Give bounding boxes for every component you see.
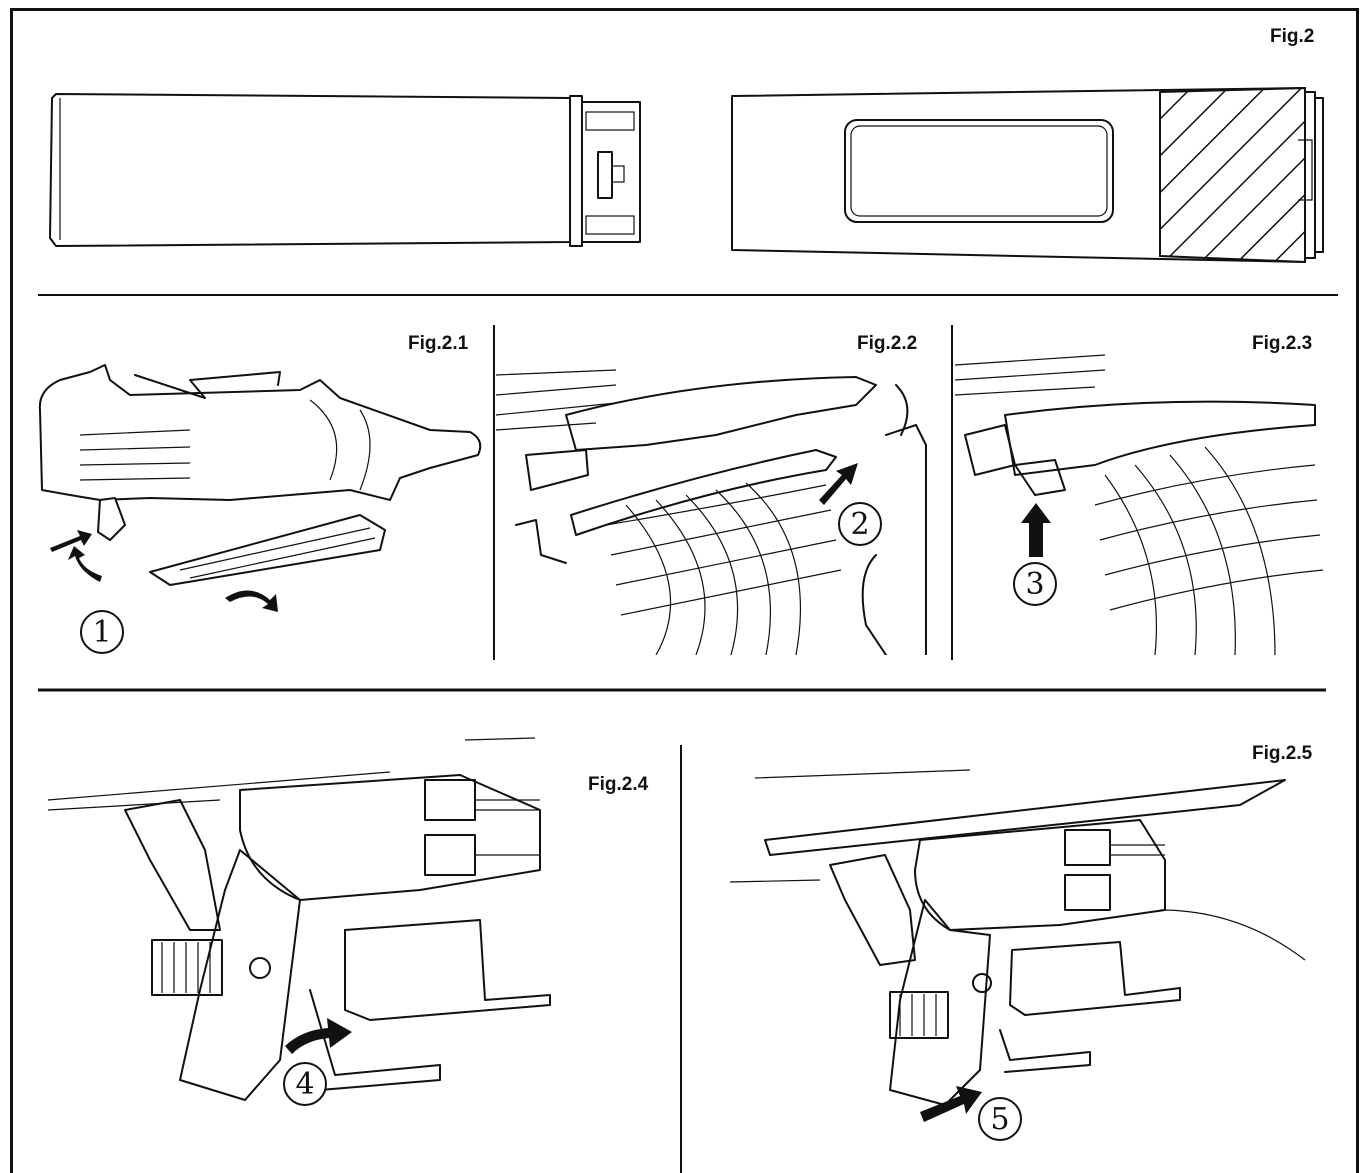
vacuum-body bbox=[38, 364, 482, 501]
curved-arrow-icon bbox=[285, 1018, 352, 1054]
filter-rail bbox=[570, 449, 837, 536]
curved-arrow-icon bbox=[68, 546, 102, 582]
step-4-badge: 4 bbox=[283, 1062, 327, 1106]
fig2-3-drawing bbox=[955, 354, 1324, 655]
filter-cap-flange bbox=[569, 95, 583, 247]
step-3-badge: 3 bbox=[1013, 562, 1057, 606]
filter-clip bbox=[124, 799, 221, 931]
housing-cover bbox=[565, 376, 877, 451]
release-latch bbox=[179, 849, 301, 1101]
fig2-4-label: Fig.2.4 bbox=[588, 774, 649, 795]
filter-unit bbox=[1009, 941, 1181, 1016]
fig2-2-label: Fig.2.2 bbox=[857, 333, 918, 354]
fig2-1-label: Fig.2.1 bbox=[408, 333, 469, 354]
filter-window bbox=[844, 119, 1114, 223]
filter-side-view bbox=[49, 93, 641, 247]
arrow-icon bbox=[50, 530, 92, 552]
release-latch bbox=[97, 497, 126, 541]
fig2-2-drawing bbox=[496, 369, 927, 655]
latch-grip bbox=[151, 939, 223, 996]
filter-clip bbox=[829, 854, 916, 966]
page-border bbox=[10, 8, 1359, 1173]
fig2-1-drawing bbox=[38, 364, 482, 612]
hatch-pattern bbox=[1159, 86, 1306, 264]
filter-cap bbox=[581, 101, 641, 243]
release-latch bbox=[1014, 459, 1066, 496]
filter-latch bbox=[597, 151, 613, 199]
arrow-icon bbox=[920, 1086, 982, 1122]
arrow-icon bbox=[1021, 503, 1051, 557]
filter-clip bbox=[525, 449, 589, 491]
step-2-badge: 2 bbox=[838, 502, 882, 546]
fig2-5-drawing bbox=[729, 769, 1306, 1122]
fig2-5-label: Fig.2.5 bbox=[1252, 743, 1313, 764]
housing-cover bbox=[1004, 400, 1316, 476]
release-latch bbox=[889, 899, 991, 1106]
fig2-3-label: Fig.2.3 bbox=[1252, 333, 1313, 354]
arrow-icon bbox=[819, 463, 858, 505]
step-5-badge: 5 bbox=[978, 1097, 1022, 1141]
latch-grip bbox=[889, 991, 949, 1039]
step-1-badge: 1 bbox=[80, 610, 124, 654]
fig2-label: Fig.2 bbox=[1270, 26, 1315, 47]
curved-arrow-icon bbox=[225, 590, 278, 612]
filter-top-view bbox=[731, 86, 1324, 264]
filter-housing bbox=[239, 774, 541, 901]
filter-unit-removed bbox=[149, 514, 386, 586]
filter-clip bbox=[964, 424, 1016, 476]
fig2-4-drawing bbox=[47, 737, 551, 1101]
housing-lid bbox=[764, 779, 1286, 856]
filter-body bbox=[49, 93, 571, 247]
filter-unit bbox=[344, 919, 551, 1021]
filter-housing bbox=[914, 819, 1166, 931]
